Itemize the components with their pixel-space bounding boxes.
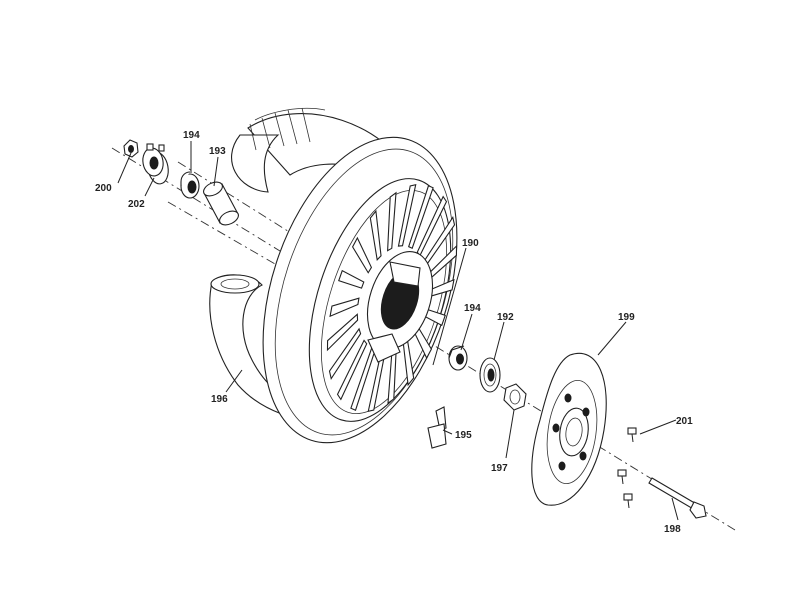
part-198-axle — [648, 477, 707, 519]
spoke — [338, 269, 365, 289]
callout-194-upper: 194 — [183, 130, 200, 141]
spoke — [328, 327, 362, 381]
part-193-spacer — [203, 181, 239, 226]
callout-labels: 200 202 194 193 190 194 192 195 196 197 … — [95, 130, 693, 535]
callout-197: 197 — [491, 463, 508, 474]
part-199-nut — [123, 139, 139, 158]
callout-192: 192 — [497, 312, 514, 323]
part-194-bearing-upper — [180, 171, 200, 199]
spoke — [326, 313, 359, 352]
callout-200: 199 — [618, 312, 635, 323]
inner-tube — [209, 274, 331, 422]
spoke — [336, 339, 368, 401]
part-197-collar — [503, 383, 527, 411]
part-201-bolts — [617, 427, 637, 509]
part-195-valve — [427, 406, 447, 449]
assembly-guide-line-lower — [167, 201, 283, 269]
leader-lines — [117, 141, 679, 521]
part-200-brake-disc — [531, 352, 607, 506]
callout-190: 190 — [462, 238, 479, 249]
callout-202: 202 — [128, 199, 145, 210]
spoke — [369, 209, 382, 261]
wheel-rim — [262, 136, 458, 444]
callout-199: 200 — [95, 183, 112, 194]
spoke — [408, 185, 434, 249]
callout-201: 201 — [676, 416, 693, 427]
callout-196: 196 — [211, 394, 228, 405]
part-202-collar — [142, 143, 169, 185]
part-194-bearing-lower — [448, 345, 468, 371]
callout-193: 193 — [209, 146, 226, 157]
spoke — [387, 191, 397, 252]
callout-198: 198 — [664, 524, 681, 535]
callout-195: 195 — [455, 430, 472, 441]
part-192-seal — [479, 357, 501, 393]
spoke — [351, 236, 373, 274]
spoke — [397, 184, 417, 247]
spoke — [329, 297, 360, 318]
wheel-spokes — [326, 184, 458, 412]
callout-194-lower: 194 — [464, 303, 481, 314]
wheel-hub — [367, 251, 433, 363]
